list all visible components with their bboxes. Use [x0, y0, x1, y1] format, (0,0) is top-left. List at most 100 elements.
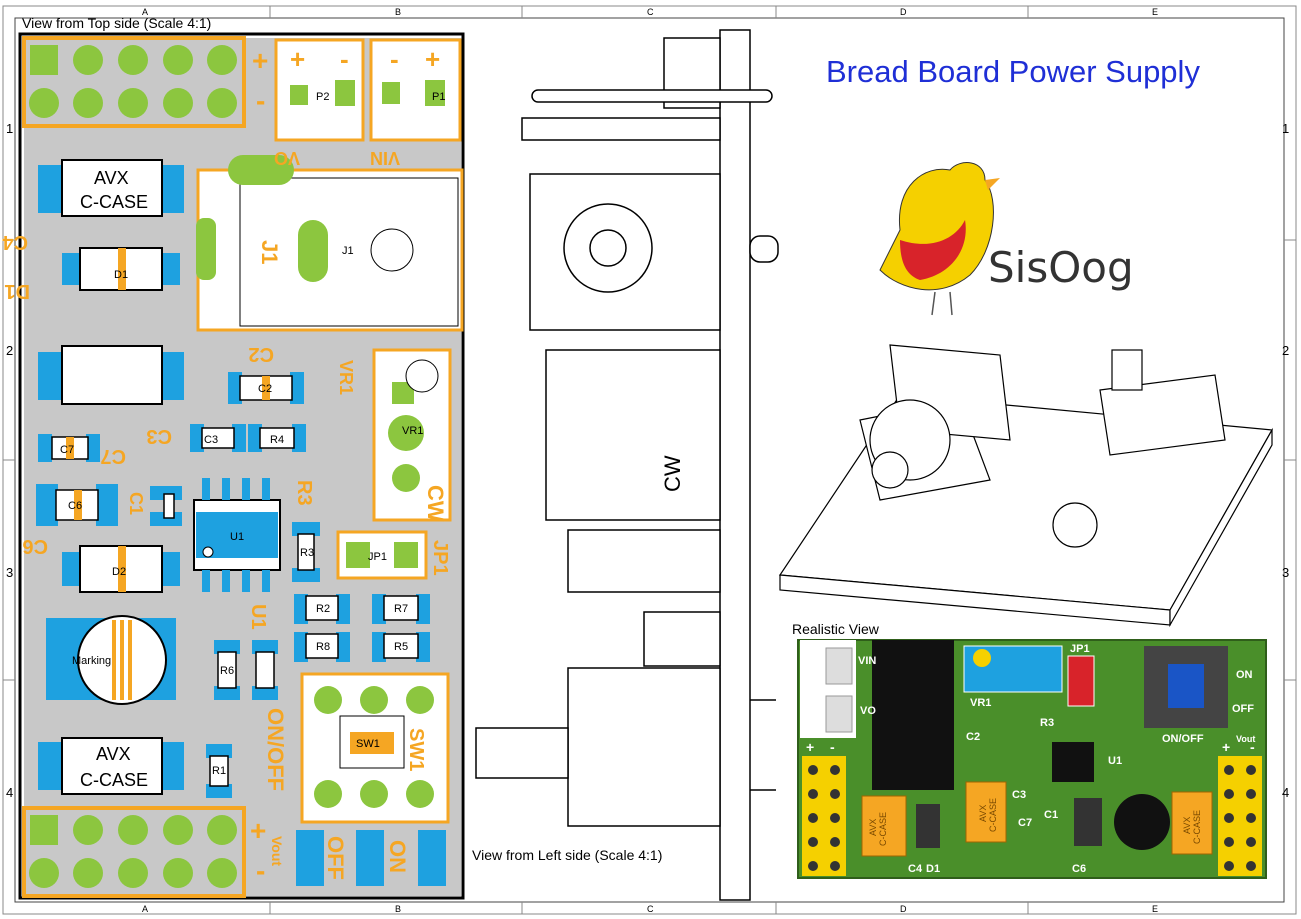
- label-r2: R2: [316, 603, 330, 615]
- label-on: ON: [385, 840, 410, 873]
- zone-col-a-top: A: [142, 7, 148, 17]
- c5-body-ccase: C-CASE: [80, 770, 148, 790]
- real-ccase-2: C-CASE: [988, 798, 998, 832]
- label-j1-body: J1: [342, 245, 354, 257]
- label-p1: P1: [432, 91, 445, 103]
- real-avx-1: AVX: [868, 819, 878, 836]
- left-view-cw: CW: [660, 455, 685, 492]
- real-c4: C4: [908, 863, 923, 875]
- real-on: ON: [1236, 669, 1253, 681]
- label-c4: C4: [2, 231, 28, 253]
- zone-col-e-top: E: [1152, 7, 1158, 17]
- real-c7: C7: [1018, 817, 1032, 829]
- label-on-off: ON/OFF: [263, 708, 288, 791]
- zone-row-3-left: 3: [6, 565, 13, 580]
- real-d1: D1: [926, 863, 940, 875]
- real-c3: C3: [1012, 789, 1026, 801]
- label-plus-bottom: +: [250, 815, 266, 846]
- label-u1-silk: U1: [247, 604, 269, 630]
- label-plus-top: +: [252, 45, 268, 76]
- label-r3-silk: R3: [293, 480, 315, 506]
- label-r5: R5: [394, 641, 408, 653]
- label-r7: R7: [394, 603, 408, 615]
- label-u1: U1: [230, 531, 244, 543]
- label-marking: Marking: [72, 655, 111, 667]
- label-vo: VO: [274, 148, 300, 168]
- real-jp1: JP1: [1070, 643, 1090, 655]
- label-off: OFF: [323, 836, 348, 880]
- caption-left-view: View from Left side (Scale 4:1): [472, 847, 662, 863]
- c4-body-ccase: C-CASE: [80, 192, 148, 212]
- label-c2-silk: C2: [248, 343, 274, 365]
- label-cw: CW: [423, 485, 448, 522]
- real-c2: C2: [966, 731, 980, 743]
- label-j1: J1: [257, 240, 282, 264]
- header-bottom-outline: [22, 806, 246, 898]
- zone-col-e-bottom: E: [1152, 904, 1158, 914]
- top-view-pcb: [18, 32, 465, 900]
- real-plus-right: +: [1222, 739, 1230, 755]
- label-d1-silk: D1: [4, 280, 30, 302]
- zone-col-b-bottom: B: [395, 904, 401, 914]
- zone-row-4-left: 4: [6, 785, 13, 800]
- zone-row-2-right: 2: [1282, 343, 1289, 358]
- real-avx-3: AVX: [1182, 817, 1192, 834]
- label-p2: P2: [316, 91, 329, 103]
- label-minus-top: -: [256, 85, 265, 116]
- caption-realistic-view: Realistic View: [792, 621, 880, 637]
- label-vout: Vout: [269, 836, 285, 866]
- zone-col-c-bottom: C: [647, 904, 654, 914]
- label-vr1: VR1: [402, 425, 423, 437]
- left-view-drawing: [475, 29, 779, 901]
- zone-col-d-bottom: D: [900, 904, 907, 914]
- zone-row-3-right: 3: [1282, 565, 1289, 580]
- label-r1: R1: [212, 765, 226, 777]
- brand-name: SisOog: [988, 243, 1134, 292]
- label-c2: C2: [258, 383, 272, 395]
- label-c3: C3: [204, 434, 218, 446]
- label-r6: R6: [220, 665, 234, 677]
- real-plus: +: [806, 739, 814, 755]
- label-minus-bottom: -: [256, 855, 265, 886]
- label-p1-minus: -: [390, 44, 399, 74]
- real-off: OFF: [1232, 703, 1254, 715]
- caption-top-view: View from Top side (Scale 4:1): [22, 15, 211, 31]
- label-c6-silk: C6: [22, 535, 48, 557]
- real-on-off: ON/OFF: [1162, 733, 1204, 745]
- real-avx-2: AVX: [978, 805, 988, 822]
- real-vo: VO: [860, 705, 876, 717]
- real-vr1: VR1: [970, 697, 991, 709]
- real-ccase-1: C-CASE: [878, 812, 888, 846]
- label-c1-silk: C1: [126, 492, 146, 515]
- real-vout: Vout: [1236, 734, 1255, 744]
- zone-col-c-top: C: [647, 7, 654, 17]
- real-u1: U1: [1108, 755, 1122, 767]
- label-c7-silk: C7: [100, 445, 126, 467]
- real-r3: R3: [1040, 717, 1054, 729]
- label-c3-silk: C3: [146, 425, 172, 447]
- zone-row-4-right: 4: [1282, 785, 1289, 800]
- label-d1: D1: [114, 269, 128, 281]
- label-jp1: JP1: [368, 551, 387, 563]
- label-p2-minus: -: [340, 44, 349, 74]
- label-vin: VIN: [370, 148, 400, 168]
- label-c6: C6: [68, 500, 82, 512]
- real-ccase-3: C-CASE: [1192, 810, 1202, 844]
- cap-c4-top: [38, 159, 184, 217]
- realistic-pcb: [797, 639, 1267, 879]
- c4-body-avx: AVX: [94, 168, 129, 188]
- page-title: Bread Board Power Supply: [826, 54, 1200, 89]
- label-p1-plus: +: [425, 44, 440, 74]
- real-minus: -: [830, 739, 835, 755]
- zone-col-b-top: B: [395, 7, 401, 17]
- label-d2: D2: [112, 566, 126, 578]
- real-c1: C1: [1044, 809, 1058, 821]
- label-p2-plus: +: [290, 44, 305, 74]
- label-r4: R4: [270, 434, 284, 446]
- zone-col-d-top: D: [900, 7, 907, 17]
- header-top-outline: [22, 36, 246, 128]
- label-r8: R8: [316, 641, 330, 653]
- label-sw1-silk: SW1: [405, 728, 427, 771]
- zone-row-1-left: 1: [6, 121, 13, 136]
